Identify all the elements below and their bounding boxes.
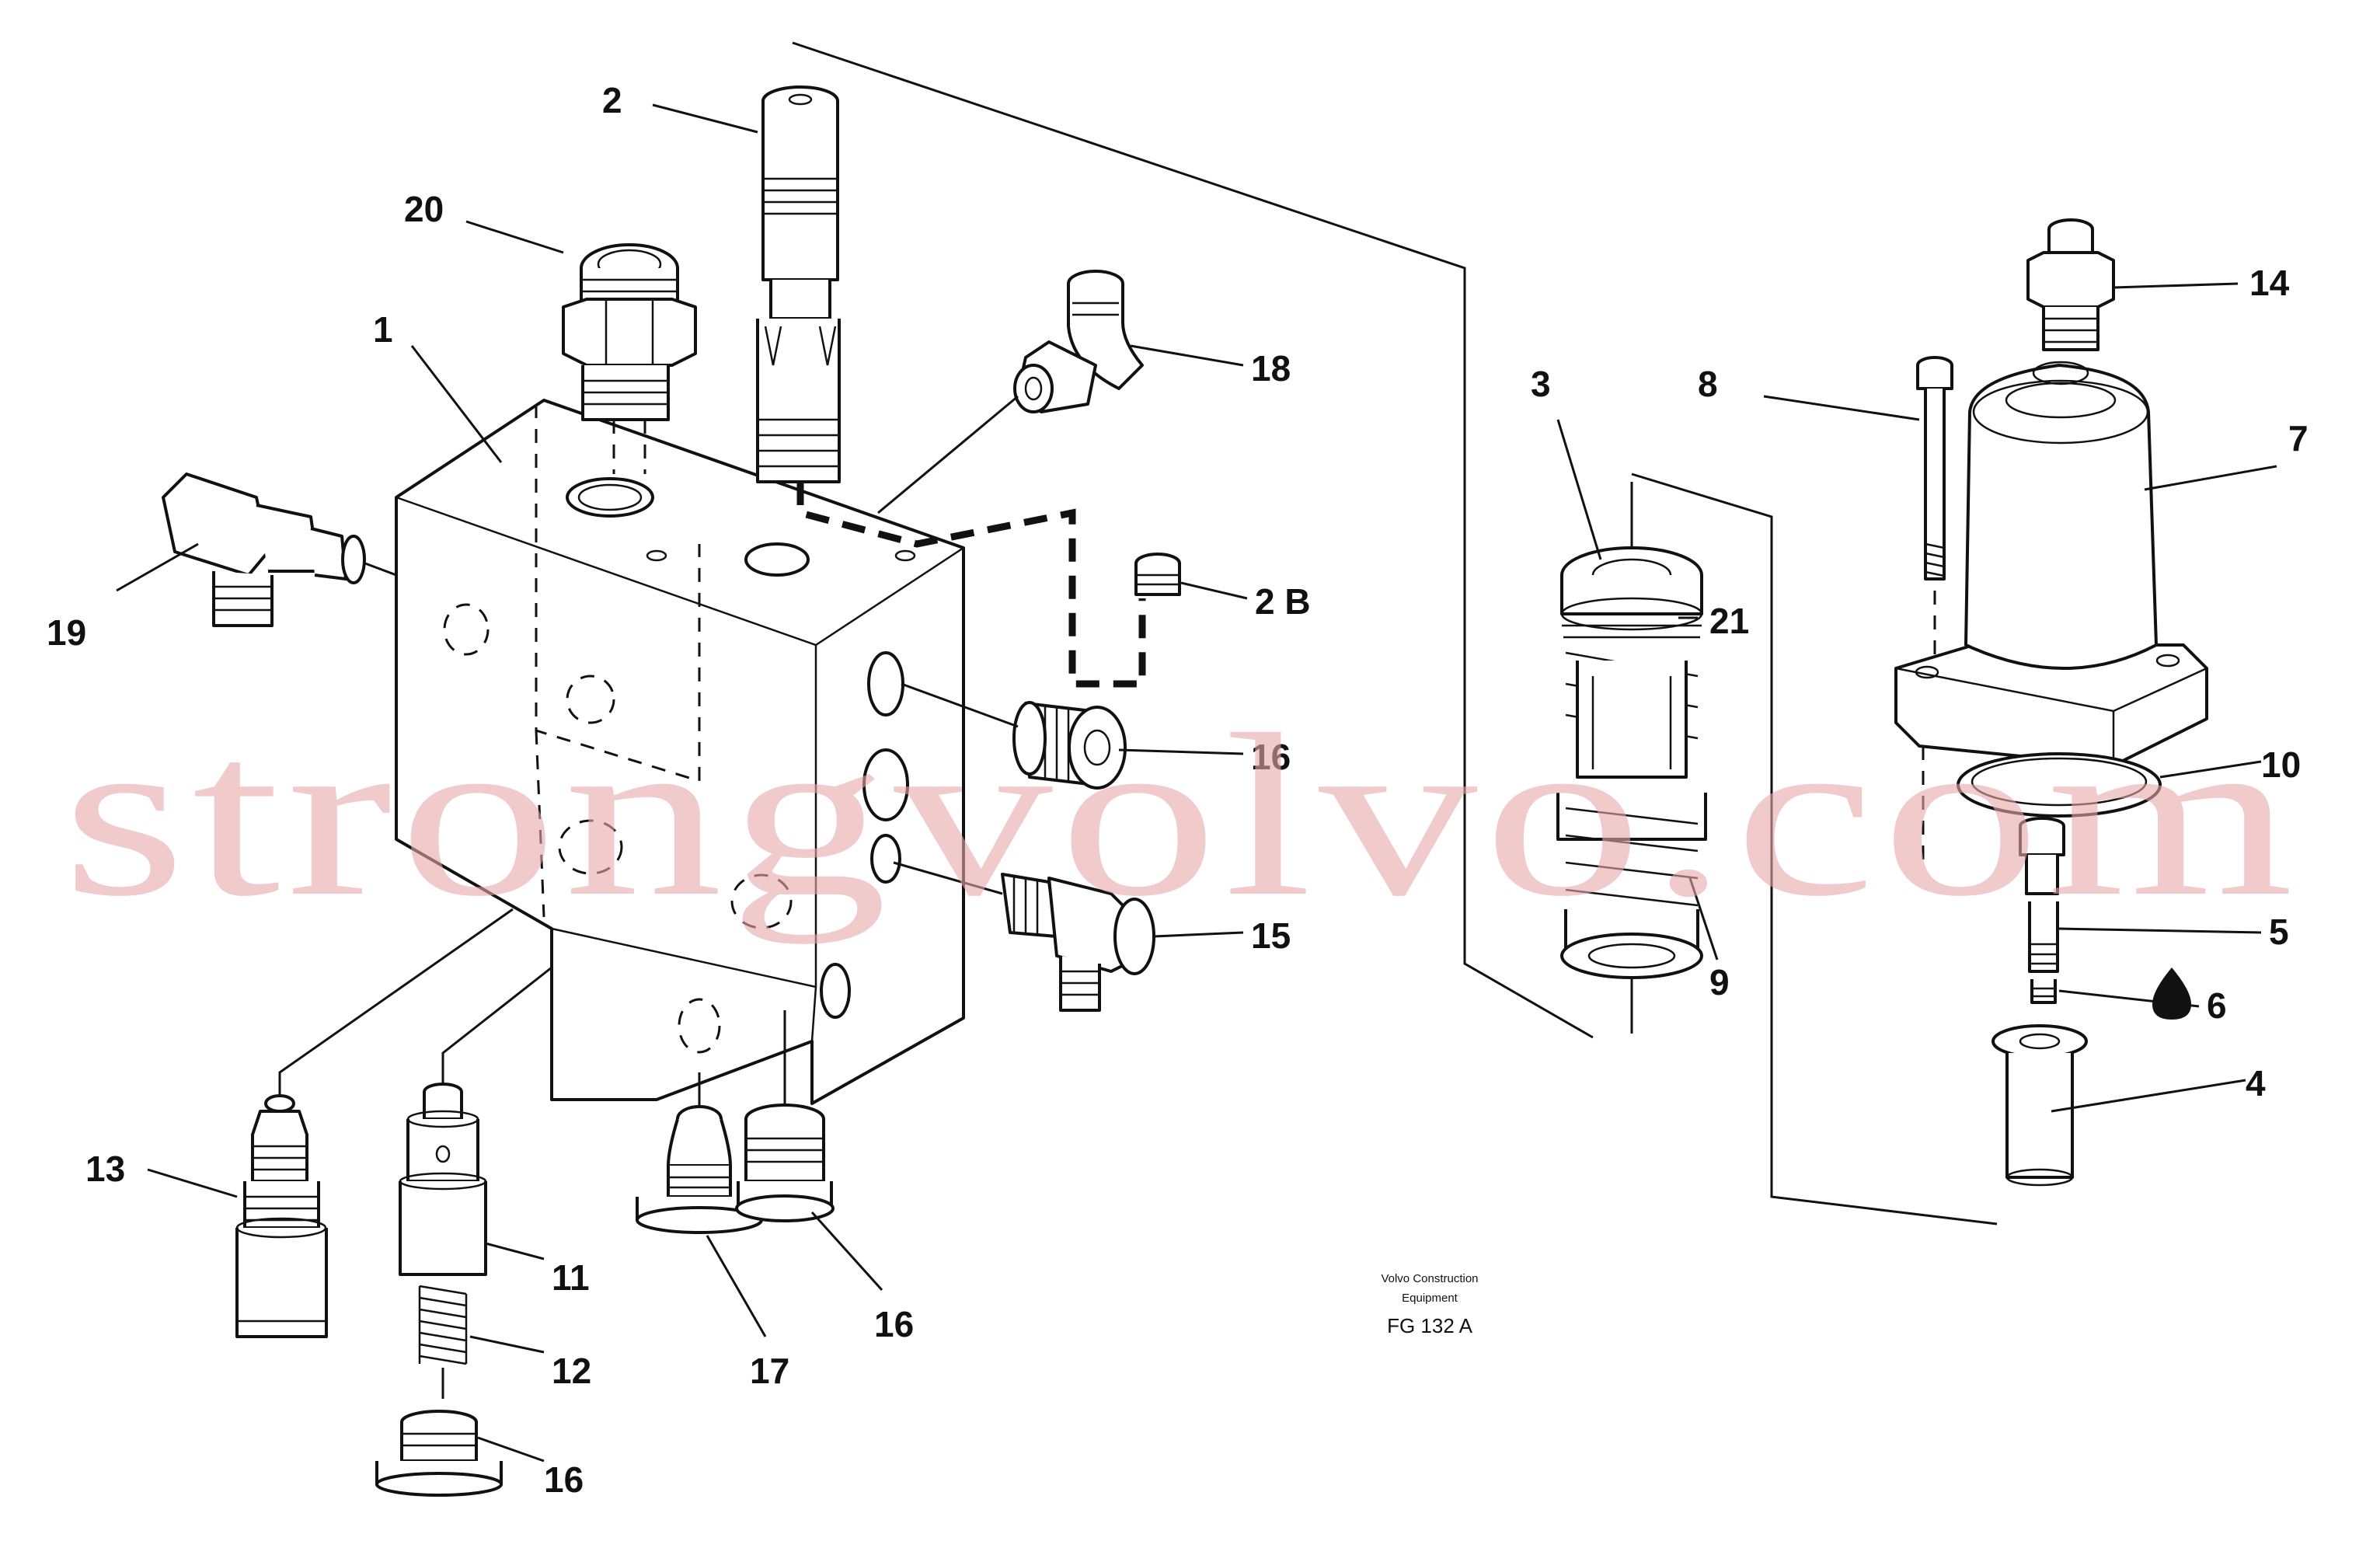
part-12-spring (418, 1285, 468, 1365)
part-16-plug-bottom (375, 1368, 503, 1497)
valve-block (395, 399, 965, 1105)
part-16-plug-right (901, 682, 1127, 790)
figure-code: FG 132 A (1387, 1314, 1472, 1337)
callout-8: 8 (1698, 364, 1718, 404)
part-4-bushing (1991, 1024, 2088, 1187)
part-5-pin (2019, 817, 2065, 973)
callout-5: 5 (2269, 912, 2289, 952)
callout-4: 4 (2246, 1063, 2266, 1103)
part-18-elbow (877, 270, 1144, 514)
part-20-fitting (562, 243, 697, 474)
oil-drop-icon (2152, 968, 2191, 1020)
part-14-plug (2026, 218, 2115, 351)
leader-lines (116, 103, 2277, 1463)
callout-14: 14 (2249, 263, 2290, 303)
caption-block: Volvo Construction Equipment FG 132 A (1381, 1272, 1478, 1337)
part-19-fitting (162, 472, 397, 627)
callout-17: 17 (750, 1351, 789, 1391)
callout-2: 2 (602, 80, 622, 120)
part-6-pin (2030, 979, 2057, 1004)
callout-labels: 2 20 1 19 18 2 B 16 15 13 11 12 16 17 16… (47, 80, 2309, 1500)
part-7-housing (1894, 361, 2208, 767)
part-16-plug-mid (735, 1010, 835, 1222)
callout-9: 9 (1709, 962, 1730, 1002)
part-2-cartridge (756, 85, 1146, 688)
callout-16-right: 16 (1251, 737, 1291, 777)
callout-1: 1 (373, 309, 393, 350)
callout-6: 6 (2207, 985, 2227, 1026)
caption-line-2: Equipment (1402, 1292, 1458, 1305)
callout-20: 20 (404, 189, 444, 229)
part-3-stack (1556, 472, 1998, 1226)
callout-13: 13 (85, 1149, 125, 1189)
callout-10: 10 (2261, 744, 2301, 785)
part-15-fitting (893, 861, 1155, 1012)
part-8-bolt (1916, 356, 1953, 866)
callout-2b: 2 B (1255, 581, 1311, 622)
part-10-ring (1957, 752, 2162, 818)
caption-line-1: Volvo Construction (1381, 1272, 1478, 1285)
part-11-spool (399, 966, 552, 1276)
callout-18: 18 (1251, 348, 1291, 389)
part-2b-plug (1134, 553, 1181, 596)
routing-line-top (792, 41, 1594, 1039)
watermark-text: strongvolvo.com (62, 686, 2300, 945)
callout-16-mid: 16 (874, 1304, 914, 1344)
callout-3: 3 (1531, 364, 1551, 404)
callout-11: 11 (552, 1257, 590, 1298)
part-13-valve (235, 908, 514, 1338)
callout-7: 7 (2288, 418, 2309, 458)
part-17-check (636, 1072, 763, 1234)
callout-21: 21 (1709, 601, 1749, 641)
callout-19: 19 (47, 612, 86, 653)
callout-15: 15 (1251, 915, 1291, 956)
callout-12: 12 (552, 1351, 591, 1391)
callout-16-bottom: 16 (544, 1459, 584, 1500)
